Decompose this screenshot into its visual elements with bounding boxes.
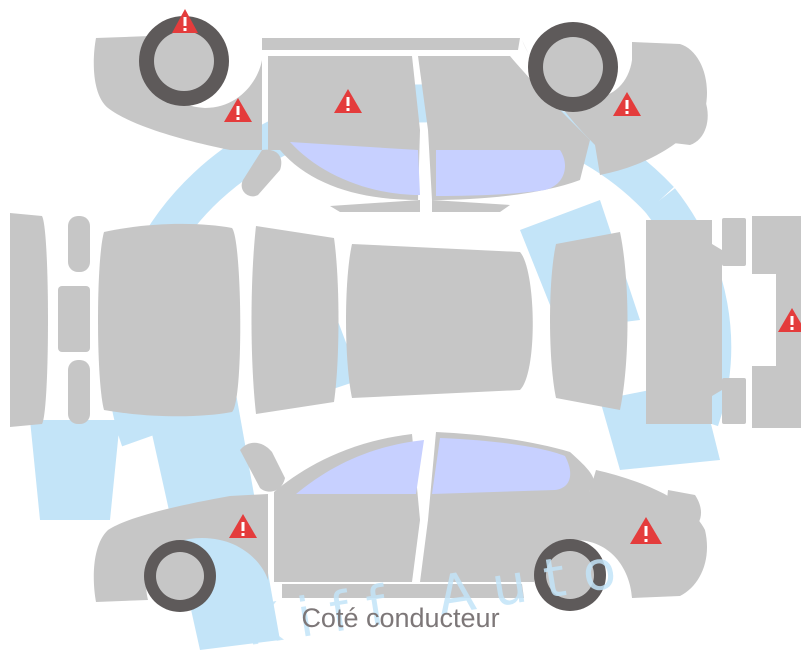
front-wheel-bottom — [534, 539, 606, 611]
side-mirror-bottom[interactable] — [240, 442, 285, 492]
trunk-lid[interactable] — [98, 223, 241, 417]
front-window-bottom — [432, 438, 571, 494]
headlight-lower[interactable] — [722, 378, 746, 424]
rear-window-plan[interactable] — [251, 226, 339, 414]
warning-triangle-icon[interactable] — [630, 517, 662, 544]
warning-triangle-icon[interactable] — [334, 89, 362, 113]
headlight-upper[interactable] — [722, 218, 746, 266]
sill-top-2[interactable] — [432, 200, 510, 212]
warning-triangle-icon[interactable] — [229, 514, 257, 538]
hood-plan[interactable] — [646, 220, 722, 424]
rear-window-top — [290, 142, 420, 195]
warning-triangle-icon[interactable] — [172, 9, 198, 33]
front-bumper-bottom[interactable] — [664, 490, 702, 530]
front-bumper-top[interactable] — [665, 100, 708, 145]
front-fender-top[interactable] — [522, 40, 708, 175]
roof-plan[interactable] — [346, 244, 533, 398]
warning-triangle-icon[interactable] — [778, 308, 801, 332]
windshield-plan[interactable] — [550, 232, 628, 410]
rear-wheel-bottom — [144, 540, 216, 612]
roof-strip-bottom[interactable] — [282, 584, 524, 598]
rear-quarter-top[interactable] — [93, 36, 263, 150]
side-mirror-top[interactable] — [241, 149, 282, 197]
car-plan-view — [10, 213, 801, 428]
warning-triangle-icon[interactable] — [224, 98, 252, 122]
roof-strip-top[interactable] — [262, 38, 520, 50]
sill-top[interactable] — [330, 200, 420, 212]
side-caption: Coté conducteur — [301, 603, 500, 633]
rear-window-bottom — [296, 440, 424, 494]
rear-panel-mid[interactable] — [58, 286, 90, 352]
front-wheel-top — [528, 22, 618, 112]
taillight-right[interactable] — [68, 360, 90, 424]
rear-quarter-bottom[interactable] — [93, 494, 269, 602]
warning-triangle-icon[interactable] — [613, 92, 641, 116]
car-top-view — [93, 16, 708, 212]
rear-wheel-top — [139, 16, 229, 106]
taillight-left[interactable] — [68, 216, 90, 272]
car-bottom-view — [93, 432, 708, 612]
front-bumper-plan[interactable] — [752, 216, 801, 428]
front-window-top — [436, 150, 565, 196]
rear-bumper-plan[interactable] — [10, 213, 48, 427]
